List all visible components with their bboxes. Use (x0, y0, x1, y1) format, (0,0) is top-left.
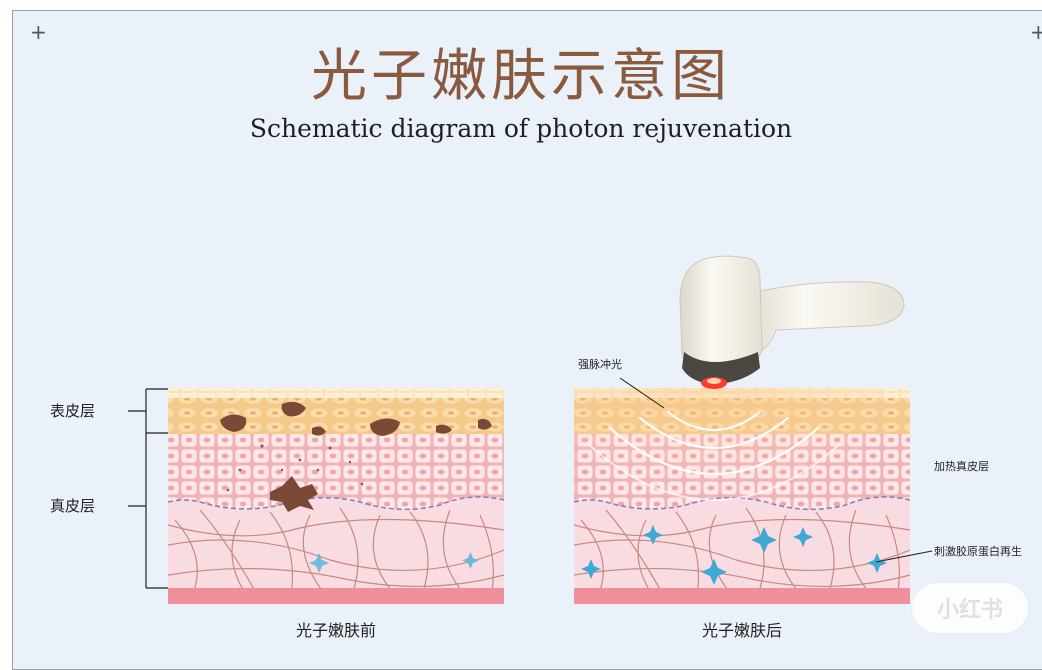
layer-bracket (128, 388, 168, 589)
label-heat-dermis: 加热真皮层 (934, 460, 989, 473)
page-title: 光子嫩肤示意图 (311, 44, 731, 109)
label-epidermis: 表皮层 (50, 402, 96, 420)
star-cell-icon (581, 525, 887, 585)
crosshair-icon: + (1030, 20, 1042, 44)
watermark-badge: 小红书 (912, 583, 1028, 633)
label-collagen: 刺激胶原蛋白再生 (934, 545, 1022, 558)
caption-before: 光子嫩肤前 (295, 621, 376, 640)
skin-block-before (168, 388, 504, 604)
skin-diagram-art (128, 255, 933, 604)
page-subtitle: Schematic diagram of photon rejuvenation (249, 114, 793, 143)
caption-after: 光子嫩肤后 (701, 621, 782, 640)
skin-block-after (574, 388, 910, 604)
leader-lines (619, 377, 933, 563)
label-dermis: 真皮层 (50, 497, 96, 515)
crosshair-icon: + (30, 20, 47, 44)
label-ipl: 强脉冲光 (578, 358, 622, 371)
ipl-handpiece-icon (679, 255, 905, 389)
